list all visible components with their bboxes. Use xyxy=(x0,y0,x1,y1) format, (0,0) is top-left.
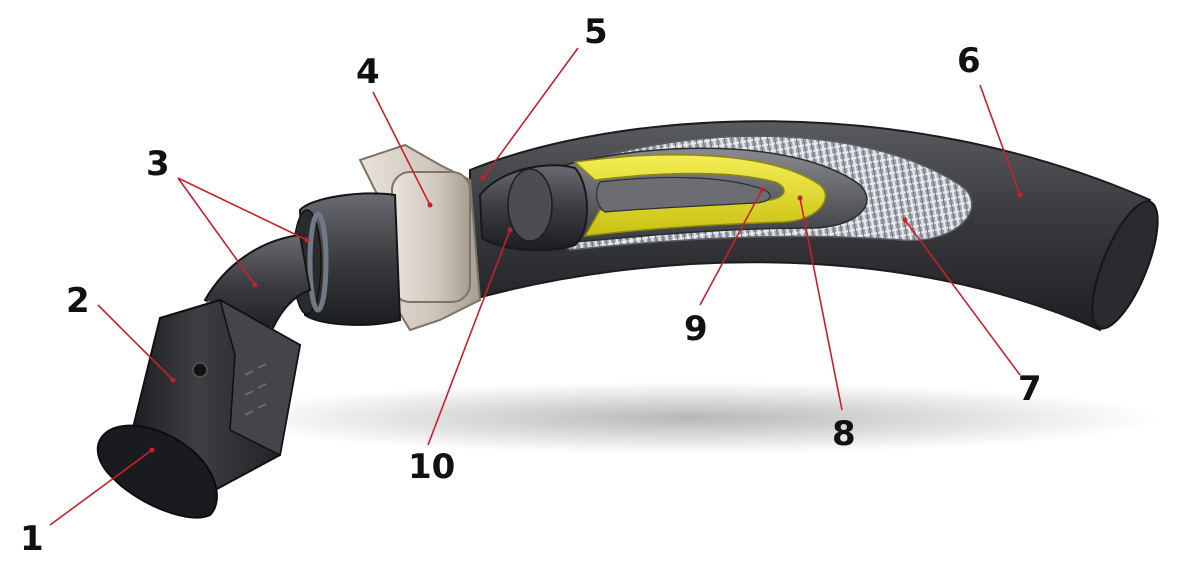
leader-dot-3-1 xyxy=(304,237,310,243)
leader-dot-10 xyxy=(507,227,513,233)
callout-number-5: 5 xyxy=(584,12,608,52)
leader-line-9 xyxy=(699,189,763,306)
safety-wire-hole xyxy=(192,362,208,378)
leader-line-1 xyxy=(49,449,153,526)
leader-dot-1 xyxy=(149,447,155,453)
callout-number-9: 9 xyxy=(684,309,708,349)
leader-dot-9 xyxy=(759,187,765,193)
hose-end-face xyxy=(1091,200,1159,330)
leader-line-8 xyxy=(799,197,843,411)
leader-line-5 xyxy=(482,47,579,179)
leader-line-3-1 xyxy=(177,177,308,241)
leader-dot-3-2 xyxy=(252,282,258,288)
b-nut-facet xyxy=(218,298,301,457)
nut-embossing xyxy=(244,363,267,416)
o-ring-seal xyxy=(307,211,329,313)
nut-mouth xyxy=(96,424,218,519)
leader-line-2 xyxy=(97,304,174,381)
ground-shadow xyxy=(220,382,1160,454)
leader-dot-6 xyxy=(1017,192,1023,198)
callout-number-1: 1 xyxy=(20,519,44,559)
callout-number-2: 2 xyxy=(66,281,90,321)
barb-ring xyxy=(507,168,553,242)
liner-layer xyxy=(573,154,827,237)
leader-dot-5 xyxy=(480,175,486,181)
callout-number-8: 8 xyxy=(832,414,856,454)
leader-dot-7 xyxy=(902,217,908,223)
leader-dot-4 xyxy=(427,202,433,208)
callout-layer: 1 2 3 4 5 6 7 8 9 10 xyxy=(20,12,1042,559)
leader-line-3-2 xyxy=(177,177,256,286)
callout-number-6: 6 xyxy=(957,41,981,81)
leader-line-6 xyxy=(979,84,1021,196)
collar-band xyxy=(391,171,471,303)
leader-line-10 xyxy=(427,229,511,446)
callout-number-7: 7 xyxy=(1018,369,1042,409)
callout-number-4: 4 xyxy=(356,52,380,92)
leader-dot-2 xyxy=(170,377,176,383)
leader-line-4 xyxy=(372,91,431,206)
leader-dot-8 xyxy=(797,195,803,201)
leader-line-7 xyxy=(904,219,1021,376)
callout-number-10: 10 xyxy=(408,447,455,487)
callout-number-3: 3 xyxy=(146,144,170,184)
